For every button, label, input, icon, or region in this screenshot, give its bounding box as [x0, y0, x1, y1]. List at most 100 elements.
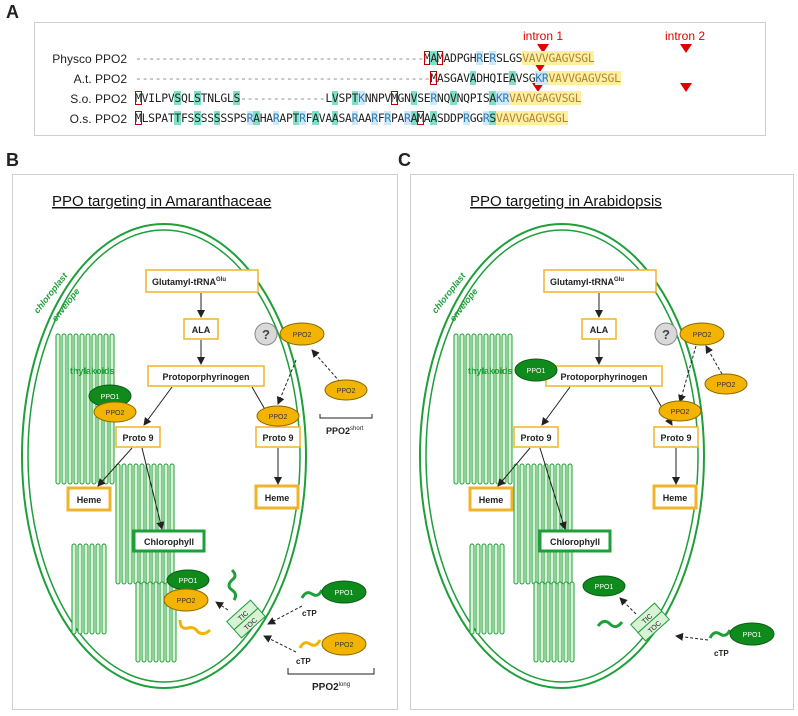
residue: - [246, 51, 254, 65]
residue: - [246, 91, 254, 105]
heme-left-box [468, 486, 514, 512]
residue: - [207, 51, 214, 65]
residue: R [502, 91, 510, 105]
residue: - [292, 71, 300, 85]
residue: - [371, 71, 378, 85]
ctp-green-precursor [300, 589, 324, 599]
diagram-title: PPO targeting in Amaranthaceae [52, 193, 271, 210]
residue: A [358, 111, 365, 125]
residue: - [187, 51, 195, 65]
residue: - [358, 71, 365, 85]
residue: - [220, 51, 227, 65]
ppo1-precursor [729, 622, 775, 646]
residue: S [226, 111, 234, 125]
residue: M [417, 111, 424, 125]
intron-1-marker-physco [537, 44, 549, 53]
proto9-right-label: Proto 9 [660, 433, 691, 443]
residue: R [463, 111, 470, 125]
residue: V [548, 71, 555, 85]
residue: G [522, 111, 529, 125]
residue: - [207, 71, 214, 85]
residue: V [167, 91, 175, 105]
panel-c-letter: C [398, 150, 411, 170]
residue: Q [463, 91, 470, 105]
ppo1-enzyme [514, 358, 558, 382]
residue: L [502, 51, 510, 65]
residue: L [587, 51, 595, 65]
residue: G [535, 91, 542, 105]
panel-c-frame [410, 174, 794, 710]
residue: V [318, 111, 326, 125]
residue: L [561, 111, 569, 125]
residue: A [397, 111, 405, 125]
heme-left-label: Heme [77, 495, 102, 505]
residue: - [233, 51, 240, 65]
ppo2-label: PPO2 [693, 332, 712, 339]
protoporphyrinogen-label: Protoporphyrinogen [163, 372, 250, 382]
residue: - [161, 51, 168, 65]
residue: L [141, 111, 149, 125]
residue: P [456, 51, 464, 65]
residue: V [541, 111, 549, 125]
ctp-label: cTP [296, 657, 311, 666]
residue: S [482, 91, 490, 105]
ctp-yellow-precursor [298, 639, 322, 649]
residue: G [463, 51, 470, 65]
import-arrow-ppo1-precursor [267, 605, 303, 625]
residue: - [384, 71, 391, 85]
ppo2-label: PPO2 [106, 410, 125, 417]
ppo2-short-enzyme [324, 379, 368, 401]
residue: - [299, 91, 306, 105]
residue: T [174, 111, 181, 125]
ppo2-short-arrow [311, 349, 341, 383]
intron-1-label: intron 1 [523, 29, 564, 43]
residue: A [509, 71, 516, 85]
ppo1-label: PPO1 [527, 368, 546, 375]
residue: R [246, 111, 254, 125]
residue: - [226, 51, 234, 65]
residue: K [535, 71, 542, 85]
residue: P [285, 111, 293, 125]
residue: A [325, 111, 332, 125]
residue: S [574, 51, 582, 65]
residue: - [338, 51, 345, 65]
arabidopsis-diagram: PPO targeting in Arabidopsis chloroplast… [419, 193, 775, 689]
ppo2-label: PPO2 [335, 642, 354, 649]
proto9-left-box [115, 426, 161, 448]
alignment-row-physco: Physco PPO2 ----------------------------… [35, 51, 765, 69]
residue: R [299, 111, 306, 125]
ppo2-enzyme-stroma [256, 405, 300, 427]
ctp-green-cleaved [227, 568, 238, 601]
ppo2-short-text: PPO2 [326, 426, 350, 436]
residue: N [207, 91, 214, 105]
residue: D [443, 111, 450, 125]
residue: V [568, 71, 575, 85]
residue: - [384, 51, 391, 65]
residue: P [154, 111, 162, 125]
residue: - [390, 71, 398, 85]
residue: S [548, 111, 555, 125]
residue: R [541, 71, 549, 85]
residue: - [220, 71, 227, 85]
proto9-right-box [255, 426, 301, 448]
thylakoids-label: thylakoids [468, 366, 513, 376]
import-arrow-ppo1-precursor [675, 632, 709, 641]
residue: A [502, 111, 510, 125]
residue: V [561, 71, 569, 85]
residue: R [272, 111, 280, 125]
residue: - [226, 71, 234, 85]
residue: S [187, 111, 195, 125]
residue: - [345, 71, 352, 85]
residue: N [436, 91, 444, 105]
residue: E [482, 51, 490, 65]
ppo2-long-precursor [321, 632, 367, 656]
residue: - [390, 51, 398, 65]
residue: - [266, 51, 273, 65]
residue: V [535, 51, 542, 65]
residue: - [305, 71, 313, 85]
residue: S [443, 71, 450, 85]
residue: - [318, 91, 326, 105]
import-arrow-ppo1 [619, 597, 637, 615]
residue: - [285, 91, 293, 105]
residue: H [482, 71, 490, 85]
